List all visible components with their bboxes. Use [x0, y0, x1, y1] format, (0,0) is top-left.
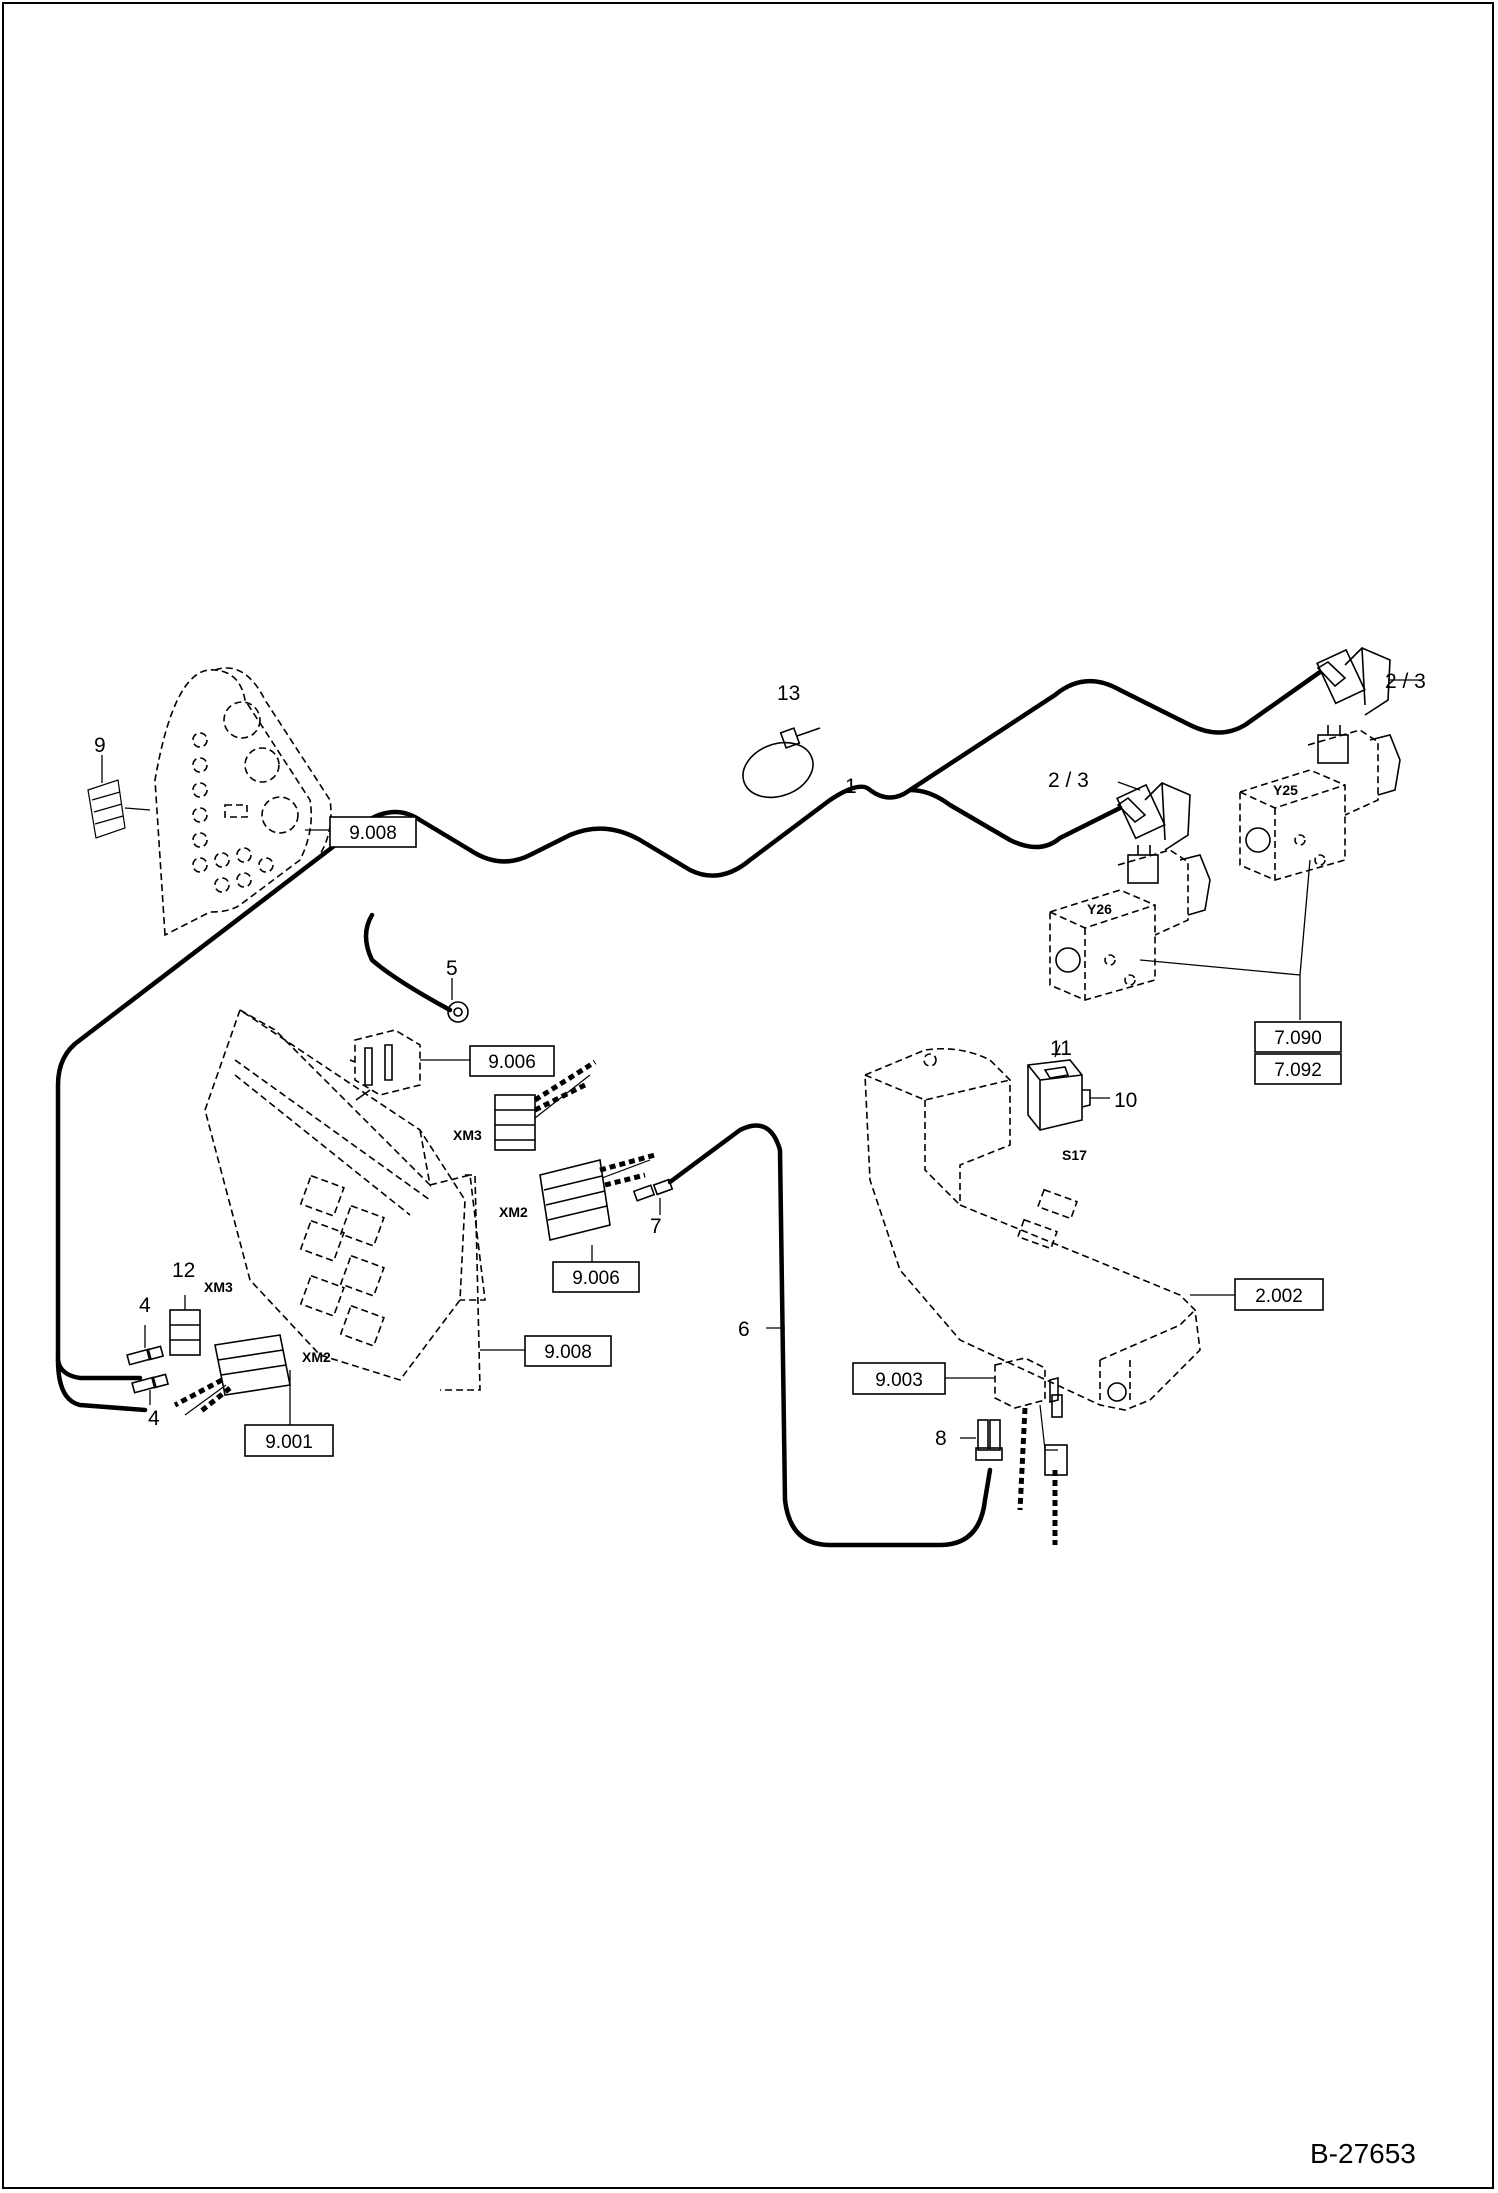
switch-leads [1017, 1394, 1068, 1545]
designation-s17: S17 [1062, 1147, 1087, 1163]
designation-xm2-lower: XM2 [302, 1349, 331, 1365]
ref-box-7090: 7.090 [1254, 1021, 1342, 1053]
svg-text:9.008: 9.008 [349, 823, 397, 844]
connector-4-upper [126, 1325, 165, 1366]
valve-leader-lines [1139, 859, 1311, 1020]
label-4-lower: 4 [148, 1407, 160, 1430]
svg-text:9.006: 9.006 [572, 1268, 620, 1289]
solenoid-plug-upper [1316, 647, 1420, 716]
designation-xm3-lower: XM3 [204, 1279, 233, 1295]
label-8: 8 [935, 1427, 947, 1450]
svg-text:2.002: 2.002 [1255, 1286, 1303, 1307]
connector-8 [960, 1419, 1003, 1461]
svg-text:9.008: 9.008 [544, 1342, 592, 1363]
label-10: 10 [1114, 1089, 1137, 1112]
relay-block-lower [945, 1357, 1059, 1409]
label-2-3-middle: 2 / 3 [1048, 769, 1089, 792]
designation-y25: Y25 [1273, 782, 1298, 798]
instrument-cluster [154, 667, 332, 937]
ref-box-9003: 9.003 [852, 1362, 946, 1395]
svg-text:7.090: 7.090 [1274, 1028, 1322, 1049]
harness-branch-valve-y26 [907, 787, 1123, 850]
connector-strip-9 [87, 755, 151, 839]
ref-box-9001: 9.001 [244, 1424, 334, 1457]
svg-text:9.003: 9.003 [875, 1370, 923, 1391]
harness-branch-lower [55, 1357, 148, 1413]
main-harness-cable [55, 669, 1323, 1381]
svg-text:7.092: 7.092 [1274, 1060, 1322, 1081]
label-1: 1 [845, 775, 857, 798]
svg-text:9.001: 9.001 [265, 1432, 313, 1453]
connector-xm3-lower [169, 1295, 201, 1356]
label-9: 9 [94, 734, 106, 757]
connector-xm2-upper [539, 1152, 656, 1262]
label-5: 5 [446, 957, 458, 980]
svg-text:9.006: 9.006 [488, 1052, 536, 1073]
connector-xm2-lower [173, 1334, 291, 1425]
connector-xm3-upper [494, 1059, 597, 1151]
connector-7 [632, 1178, 674, 1215]
label-12: 12 [172, 1259, 195, 1282]
label-11: 11 [1050, 1037, 1072, 1060]
ref-box-9008-upper: 9.008 [329, 816, 417, 848]
ground-terminal-5 [447, 978, 469, 1023]
label-7: 7 [650, 1215, 662, 1238]
label-6: 6 [738, 1318, 750, 1341]
ref-box-9008-lower: 9.008 [524, 1335, 612, 1367]
document-id: B-27653 [1310, 2138, 1416, 2169]
ref-box-2002: 2.002 [1234, 1278, 1324, 1311]
label-2-3-upper: 2 / 3 [1385, 670, 1426, 693]
valve-y25 [1239, 725, 1401, 881]
ref-box-9006-upper: 9.006 [469, 1045, 555, 1077]
relay-block [349, 1029, 470, 1101]
connector-4-lower [131, 1373, 170, 1405]
switch-s17 [1027, 1044, 1110, 1131]
designation-y26: Y26 [1087, 901, 1112, 917]
harness-branch-ground [363, 912, 453, 1013]
ref-box-7092: 7.092 [1254, 1053, 1342, 1085]
solenoid-plug-middle [1116, 781, 1191, 851]
operator-console [864, 1047, 1235, 1411]
designation-xm3-upper: XM3 [453, 1127, 482, 1143]
label-13: 13 [777, 682, 800, 705]
ref-box-9006-lower: 9.006 [552, 1261, 640, 1293]
label-4-upper: 4 [139, 1294, 151, 1317]
cable-tie-13 [742, 727, 821, 799]
cable-6 [667, 1123, 993, 1548]
control-panel [204, 1008, 525, 1391]
valve-y26 [1049, 845, 1211, 1001]
designation-xm2-upper: XM2 [499, 1204, 528, 1220]
